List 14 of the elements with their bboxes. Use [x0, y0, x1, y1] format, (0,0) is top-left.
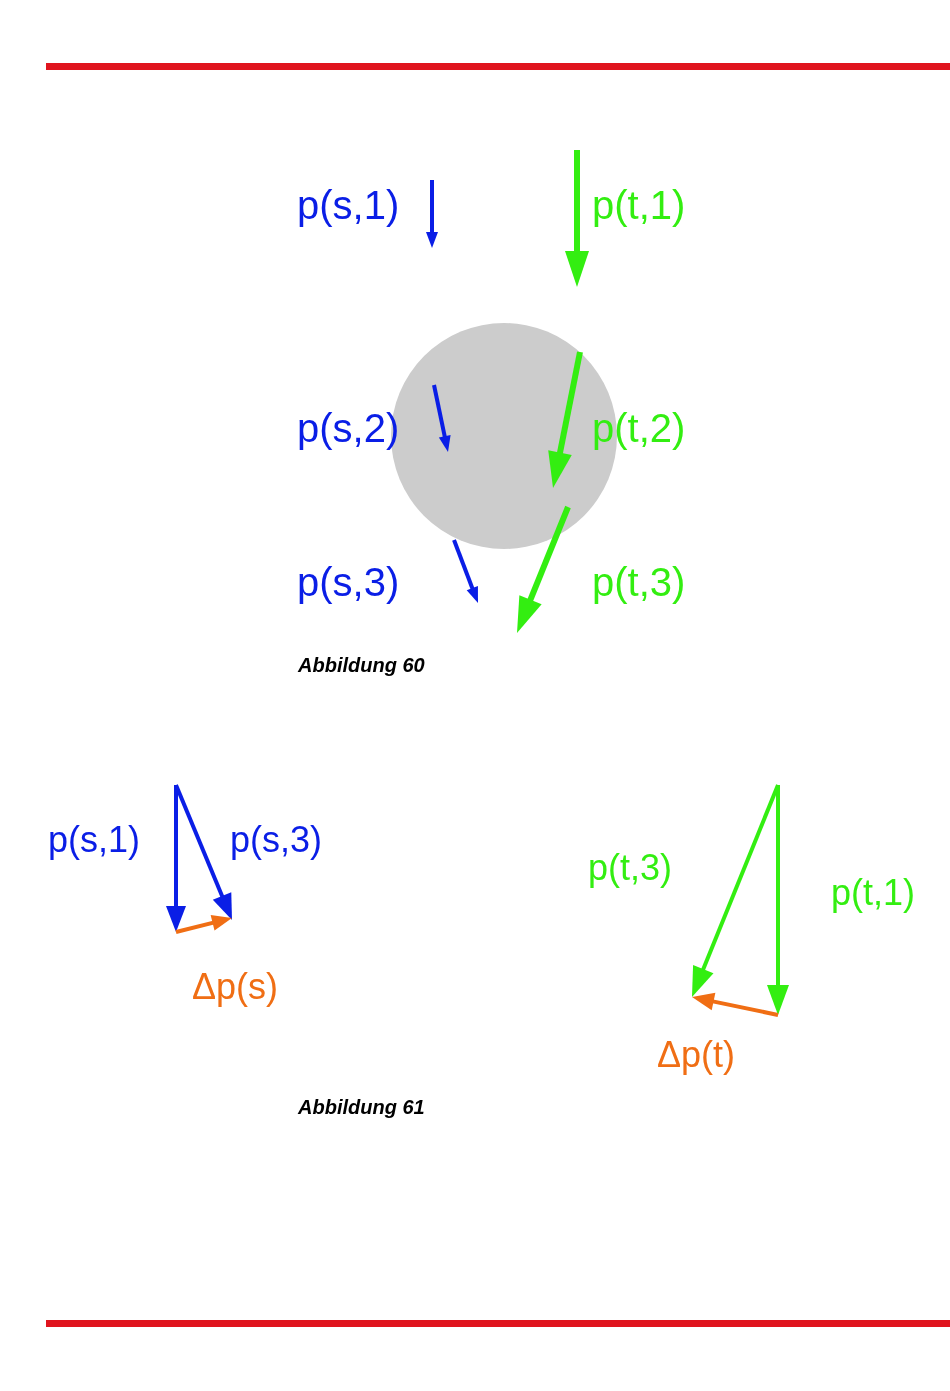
- vector-label: p(t,1): [592, 185, 686, 225]
- figure-caption: Abbildung 61: [298, 1097, 425, 1117]
- vector-label: p(s,2): [297, 408, 400, 448]
- vector-label: p(s,3): [297, 562, 400, 602]
- vector-label: Δp(t): [657, 1037, 736, 1073]
- vector-label: p(t,2): [592, 408, 686, 448]
- vector-label: p(t,1): [831, 875, 916, 911]
- figure-caption: Abbildung 60: [298, 655, 425, 675]
- vector-label: p(s,1): [297, 185, 400, 225]
- vector-label: p(s,1): [48, 822, 141, 858]
- vector-label: p(s,3): [230, 822, 323, 858]
- vector-label: Δp(s): [192, 969, 279, 1005]
- vector-label: p(t,3): [592, 562, 686, 602]
- vector-label: p(t,3): [588, 850, 673, 886]
